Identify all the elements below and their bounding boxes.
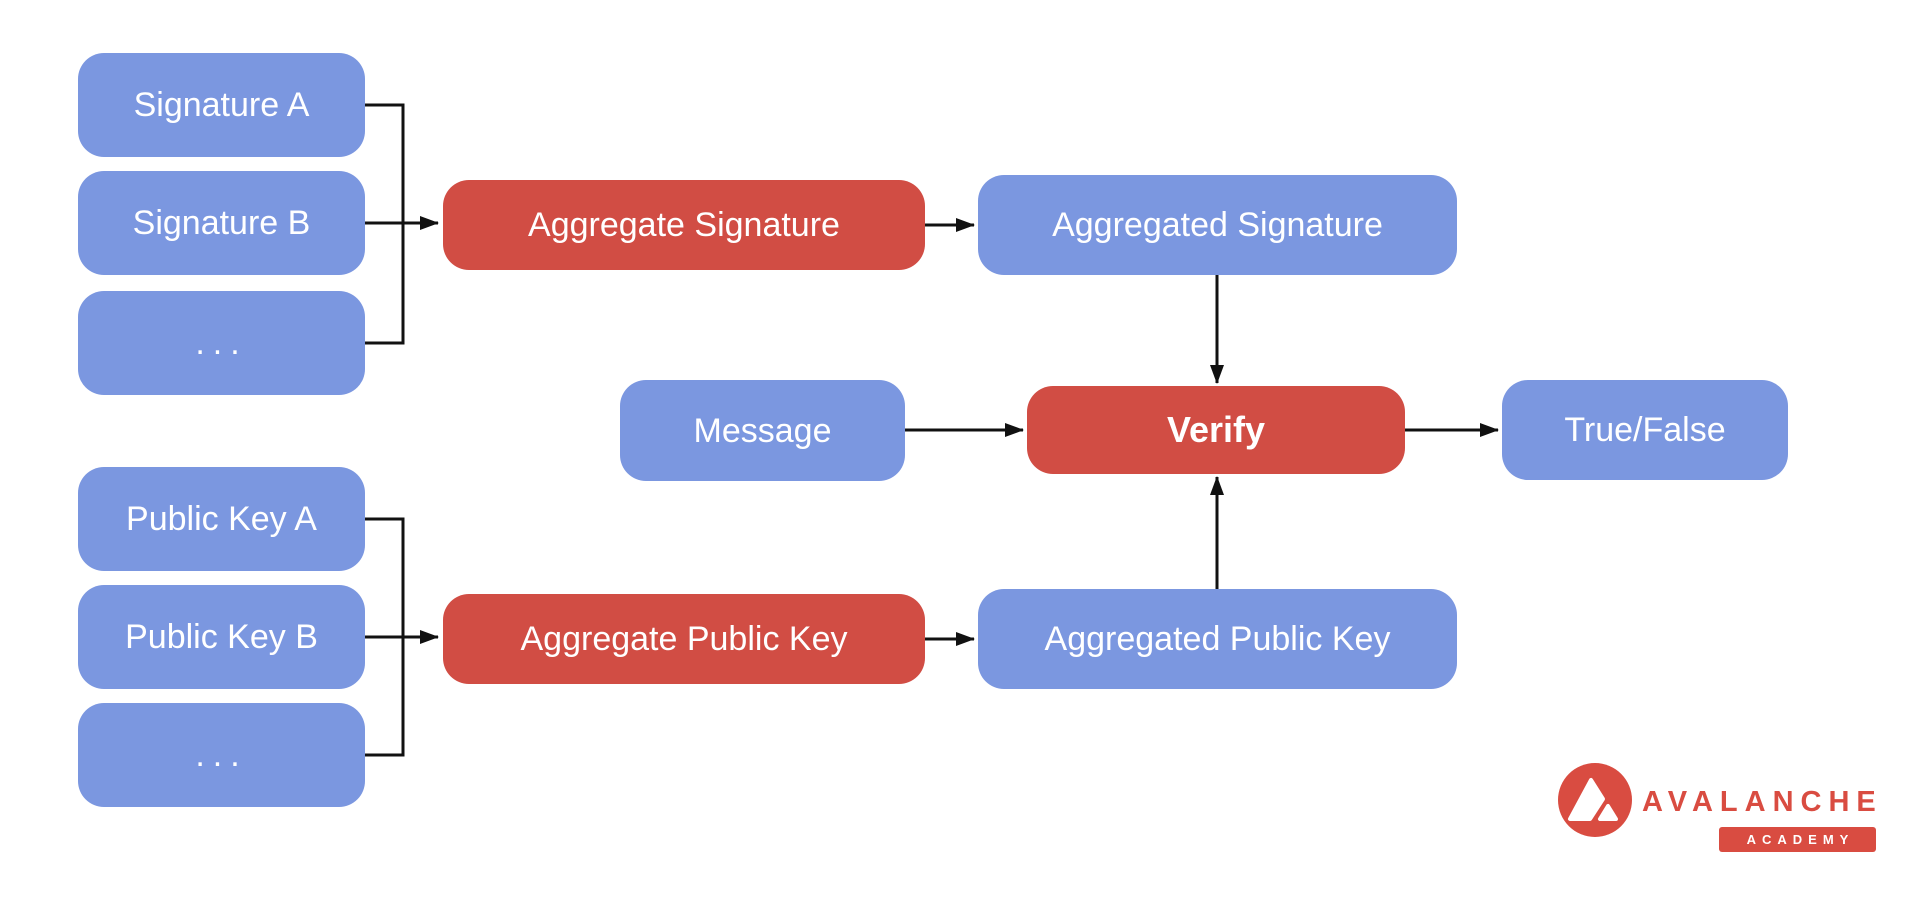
connector-signatures-merge xyxy=(365,103,405,345)
node-public-key-ellipsis: ... xyxy=(78,703,365,807)
node-true-false: True/False xyxy=(1502,380,1788,480)
node-aggregated-signature: Aggregated Signature xyxy=(978,175,1457,275)
avalanche-triangle-icon xyxy=(1558,763,1632,837)
academy-badge: ACADEMY xyxy=(1719,827,1876,852)
node-signature-ellipsis: ... xyxy=(78,291,365,395)
node-signature-a: Signature A xyxy=(78,53,365,157)
node-aggregated-public-key: Aggregated Public Key xyxy=(978,589,1457,689)
node-signature-b: Signature B xyxy=(78,171,365,275)
node-aggregate-public-key: Aggregate Public Key xyxy=(443,594,925,684)
node-public-key-b: Public Key B xyxy=(78,585,365,689)
avalanche-wordmark: AVALANCHE xyxy=(1642,786,1883,818)
node-verify: Verify xyxy=(1027,386,1405,474)
node-message: Message xyxy=(620,380,905,481)
node-aggregate-signature: Aggregate Signature xyxy=(443,180,925,270)
node-public-key-a: Public Key A xyxy=(78,467,365,571)
connector-public-keys-merge xyxy=(365,517,405,757)
